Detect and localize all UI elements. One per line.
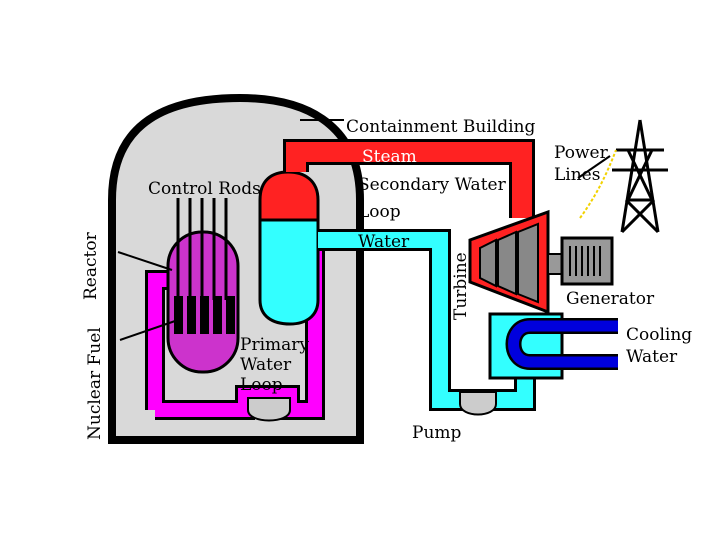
label-turbine: Turbine: [451, 252, 471, 320]
label-cooling: Cooling: [626, 325, 692, 345]
pump-icon: [459, 391, 497, 416]
label-generator: Generator: [566, 289, 655, 309]
pointer-lines: [117, 119, 611, 341]
control-rods: [176, 198, 228, 300]
label-power: Power: [554, 143, 609, 163]
fuel-rods-icon: [174, 296, 235, 334]
label-water: Water: [358, 232, 410, 252]
label-nuclear-fuel: Nuclear Fuel: [85, 327, 105, 440]
label-primary-loop: Loop: [240, 375, 283, 395]
label-secondary-water: Secondary Water: [358, 175, 507, 195]
cooling-water-loop-fill: [508, 320, 618, 368]
steam-generator-bottom: [258, 218, 320, 326]
pump-icon: [247, 397, 291, 422]
turbine-icon: [479, 222, 539, 304]
label-steam: Steam: [362, 147, 417, 167]
label-reactor: Reactor: [81, 231, 101, 300]
label-primary: Primary: [240, 335, 309, 355]
label-secondary-loop: Loop: [358, 202, 401, 222]
generator-icon: [547, 236, 614, 286]
label-cooling-water: Water: [626, 347, 678, 367]
steam-generator-top: [258, 170, 320, 222]
label-primary-water: Water: [240, 355, 292, 375]
secondary-water-loop-fill: [318, 232, 533, 408]
label-lines: Lines: [554, 165, 600, 185]
power-lines: [579, 149, 617, 219]
transmission-tower-icon: [612, 119, 668, 234]
label-containment-building: Containment Building: [346, 117, 535, 137]
label-pump: Pump: [412, 423, 462, 443]
steam-pipe-fill: [286, 142, 532, 218]
label-control-rods: Control Rods: [148, 179, 261, 199]
